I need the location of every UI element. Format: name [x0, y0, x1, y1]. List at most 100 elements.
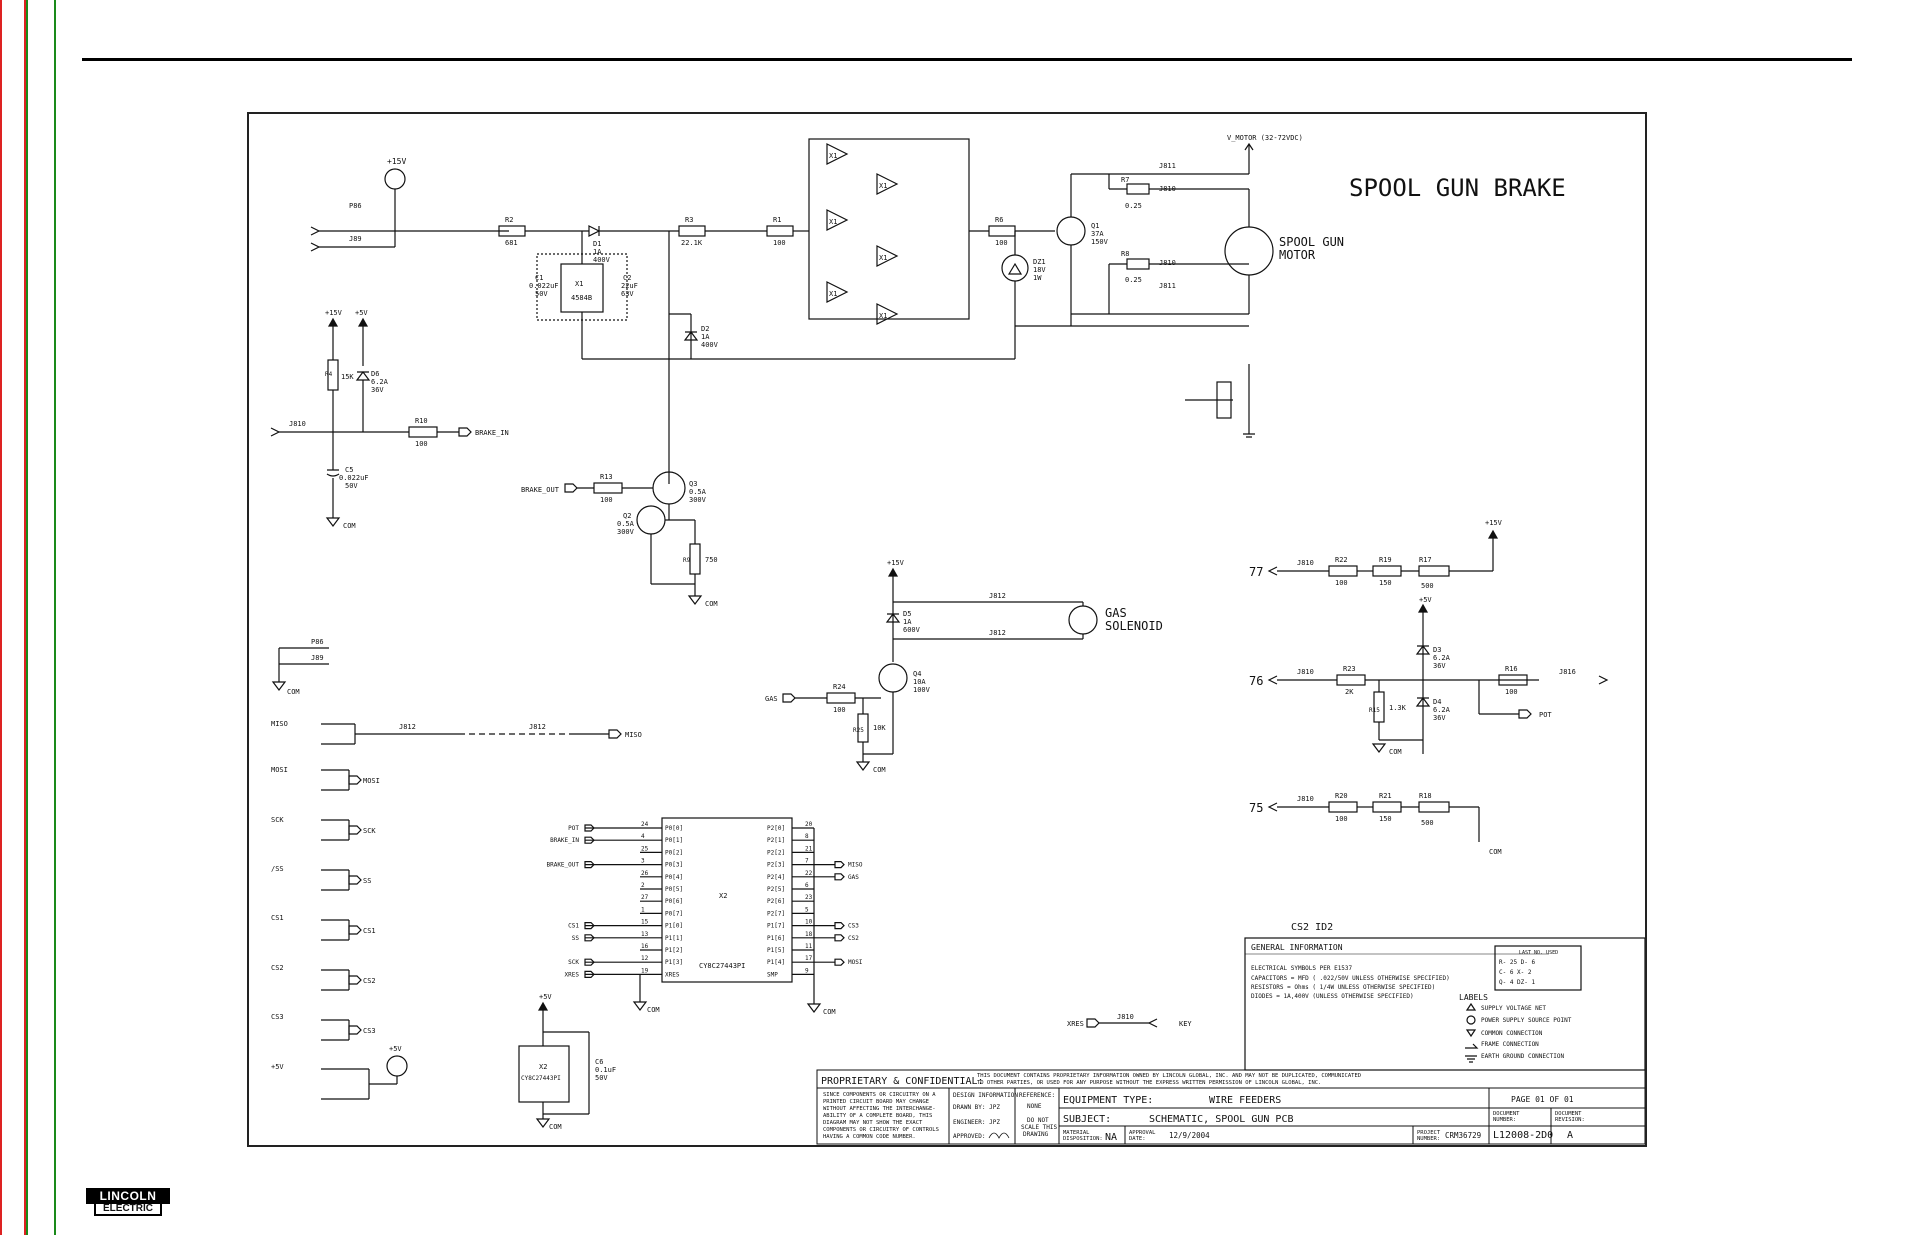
- left-nav-green-strip[interactable]: [26, 0, 56, 1235]
- svg-text:LABELS: LABELS: [1459, 993, 1488, 1002]
- logo-top-text: LINCOLN: [86, 1188, 170, 1204]
- svg-text:J812: J812: [989, 592, 1006, 600]
- svg-text:COM: COM: [823, 1008, 836, 1016]
- x2-net-flag: [584, 824, 595, 832]
- svg-text:COM: COM: [1489, 848, 1502, 856]
- x2-pin-number: 7: [805, 858, 809, 865]
- svg-text:J810: J810: [1297, 668, 1314, 676]
- svg-text:0.022uF: 0.022uF: [339, 474, 369, 482]
- svg-text:R10: R10: [415, 417, 428, 425]
- svg-text:100: 100: [1335, 815, 1348, 823]
- svg-text:R4: R4: [325, 371, 333, 378]
- svg-text:R24: R24: [833, 683, 846, 691]
- svg-text:R22: R22: [1335, 556, 1348, 564]
- x2-pin-number: 19: [641, 967, 649, 974]
- svg-text:0.1uF: 0.1uF: [595, 1066, 616, 1074]
- brake-out-label: BRAKE_OUT: [521, 486, 560, 494]
- spool-gun-motor: [1224, 226, 1274, 276]
- x2-net-flag: [584, 934, 595, 942]
- svg-text:J89: J89: [349, 235, 362, 243]
- svg-text:NUMBER:: NUMBER:: [1417, 1136, 1440, 1142]
- logo-bottom-text: ELECTRIC: [94, 1203, 162, 1216]
- svg-text:D5: D5: [903, 610, 911, 618]
- svg-text:R23: R23: [1343, 665, 1356, 673]
- svg-text:J812: J812: [529, 723, 546, 731]
- svg-text:DATE:: DATE:: [1129, 1136, 1146, 1142]
- svg-text:150: 150: [1379, 815, 1392, 823]
- svg-text:37A: 37A: [1091, 230, 1104, 238]
- svg-text:WITHOUT AFFECTING THE INTERCHA: WITHOUT AFFECTING THE INTERCHANGE-: [823, 1106, 936, 1112]
- x2-pin-number: 4: [641, 833, 645, 840]
- svg-text:C6: C6: [595, 1058, 603, 1066]
- svg-text:J810: J810: [289, 420, 306, 428]
- svg-text:DOCUMENT: DOCUMENT: [1493, 1111, 1520, 1117]
- svg-text:0.5A: 0.5A: [689, 488, 707, 496]
- svg-text:DO NOT: DO NOT: [1027, 1117, 1049, 1124]
- svg-text:+15V: +15V: [887, 559, 905, 567]
- motor-label: SPOOL GUN: [1279, 235, 1344, 249]
- port-77-label: 77: [1249, 565, 1263, 579]
- svg-text:CAPACITORS = MFD ( .022/50V: CAPACITORS = MFD ( .022/50V UNLESS OTHER…: [1251, 975, 1450, 982]
- svg-text:CS2: CS2: [363, 977, 376, 985]
- port-75-label: 75: [1249, 801, 1263, 815]
- svg-text:6.2A: 6.2A: [1433, 706, 1451, 714]
- d1-diode: [588, 225, 601, 237]
- svg-text:GENERAL INFORMATION: GENERAL INFORMATION: [1251, 943, 1343, 952]
- svg-text:R25: R25: [853, 727, 864, 734]
- x2-pin-name: P2[2]: [767, 849, 785, 856]
- x2-net-label: CS2: [848, 935, 859, 942]
- svg-text:SUBJECT:: SUBJECT:: [1063, 1114, 1111, 1125]
- left-nav-red-strip[interactable]: [0, 0, 26, 1235]
- x2-pin-name: P0[6]: [665, 898, 683, 905]
- svg-text:PROJECT: PROJECT: [1417, 1130, 1441, 1136]
- x2-pin-name: P0[4]: [665, 874, 683, 881]
- x2-net-label: GAS: [848, 874, 859, 881]
- cs2-id2-label: CS2 ID2: [1291, 922, 1333, 933]
- svg-text:0.25: 0.25: [1125, 202, 1142, 210]
- svg-text:1A: 1A: [593, 248, 602, 256]
- svg-text:C1: C1: [535, 274, 543, 282]
- gas-label: GAS: [1105, 606, 1127, 620]
- x2-pin-name: P1[6]: [767, 935, 785, 942]
- svg-text:NUMBER:: NUMBER:: [1493, 1117, 1516, 1123]
- svg-text:X1: X1: [879, 182, 887, 190]
- x2-pin-number: 27: [641, 894, 649, 901]
- svg-text:500: 500: [1421, 582, 1434, 590]
- x2-net-flag: [834, 922, 845, 930]
- x2-pin-number: 21: [805, 845, 813, 852]
- x2-net-flag: [834, 861, 845, 869]
- x2-net-label: CS3: [848, 923, 859, 930]
- svg-text:COM: COM: [287, 688, 300, 696]
- svg-text:SUPPLY VOLTAGE NET: SUPPLY VOLTAGE NET: [1481, 1005, 1546, 1012]
- x2-net-label: SS: [572, 935, 580, 942]
- x2-pin-number: 5: [805, 906, 809, 913]
- q4-mosfet: [878, 663, 908, 693]
- svg-text:REVISION:: REVISION:: [1555, 1117, 1585, 1123]
- svg-text:P86: P86: [349, 202, 362, 210]
- svg-text:15K: 15K: [341, 373, 354, 381]
- x2-net-label: MISO: [848, 862, 863, 869]
- svg-text:X1: X1: [879, 254, 887, 262]
- svg-text:DRAWING: DRAWING: [1023, 1131, 1049, 1138]
- svg-text:0.25: 0.25: [1125, 276, 1142, 284]
- svg-text:TO OTHER PARTIES, OR USED FOR: TO OTHER PARTIES, OR USED FOR ANY PURPOS…: [977, 1080, 1321, 1086]
- svg-text:D1: D1: [593, 240, 601, 248]
- svg-text:DRAWN BY: JPZ: DRAWN BY: JPZ: [953, 1104, 1000, 1111]
- svg-text:DIAGRAM MAY NOT SHOW THE EXACT: DIAGRAM MAY NOT SHOW THE EXACT: [823, 1120, 923, 1126]
- svg-text:X1: X1: [829, 152, 837, 160]
- x2-pin-name: P1[0]: [665, 923, 683, 930]
- svg-text:1W: 1W: [1033, 274, 1042, 282]
- svg-text:R21: R21: [1379, 792, 1392, 800]
- svg-text:R7: R7: [1121, 176, 1129, 184]
- svg-text:COM: COM: [549, 1123, 562, 1131]
- svg-text:600V: 600V: [903, 626, 921, 634]
- x2-net-label: XRES: [565, 971, 580, 978]
- svg-text:R13: R13: [600, 473, 613, 481]
- svg-text:Q3: Q3: [689, 480, 697, 488]
- svg-text:FRAME CONNECTION: FRAME CONNECTION: [1481, 1041, 1539, 1048]
- svg-text:APPROVAL: APPROVAL: [1129, 1130, 1156, 1136]
- x1-4584b: [560, 263, 604, 313]
- svg-text:50V: 50V: [345, 482, 358, 490]
- schematic-title: SPOOL GUN BRAKE: [1349, 174, 1566, 202]
